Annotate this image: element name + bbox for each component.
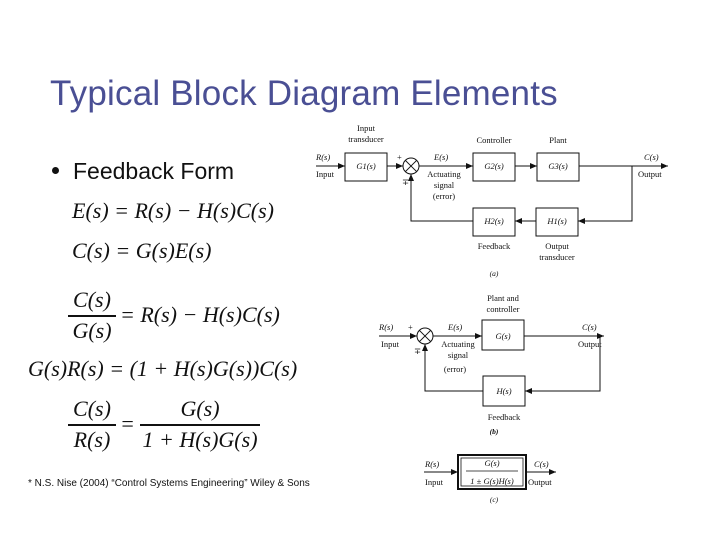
a-feedback-label: Feedback — [478, 241, 511, 251]
equation-output: C(s) = G(s)E(s) — [72, 238, 212, 263]
c-diagram-label: (c) — [490, 495, 499, 504]
equation5-right-numerator: G(s) — [180, 396, 220, 421]
a-r-signal: R(s) — [315, 152, 330, 162]
c-numerator: G(s) — [484, 458, 499, 468]
b-r-signal: R(s) — [378, 322, 393, 332]
diagram-c: R(s) Input G(s) 1 ± G(s)H(s) C(s) Output… — [424, 458, 552, 504]
b-actuating-1: Actuating — [441, 339, 475, 349]
equation4: G(s)R(s) = (1 + H(s)G(s))C(s) — [28, 356, 298, 381]
equation5-equals: = — [120, 411, 135, 436]
equation5-left-bar — [68, 424, 116, 426]
a-wire-fb-to-h1 — [578, 166, 633, 224]
bullet-dot — [52, 167, 59, 175]
a-input-transducer-label-1: Input — [357, 123, 376, 133]
b-wire-h-to-sum — [422, 344, 483, 392]
b-h-block-text: H(s) — [495, 386, 511, 396]
a-h1-block-text: H1(s) — [546, 216, 567, 226]
equation3-denominator: G(s) — [72, 318, 112, 343]
diagram-c-shapes — [424, 454, 556, 490]
equation3-rhs: = R(s) − H(s)C(s) — [120, 302, 280, 327]
b-wire-fb-to-h — [525, 336, 601, 394]
b-output-label: Output — [578, 339, 602, 349]
reference-citation: * N.S. Nise (2004) “Control Systems Engi… — [28, 478, 310, 489]
b-plus-sign: + — [408, 322, 413, 332]
a-wire-h2-to-sum — [408, 174, 473, 222]
c-input-label: Input — [425, 477, 444, 487]
c-output-label: Output — [528, 477, 552, 487]
a-h2-block-text: H2(s) — [483, 216, 504, 226]
a-g3-block — [536, 152, 580, 182]
equation-error: E(s) = R(s) − H(s)C(s) — [72, 198, 274, 223]
a-g3-block-text: G3(s) — [548, 161, 568, 171]
b-diagram-label: (b) — [490, 427, 499, 436]
b-plant-controller-1: Plant and — [487, 293, 520, 303]
a-minus-sign: ∓ — [402, 177, 409, 187]
c-r-signal: R(s) — [424, 459, 439, 469]
diagram-b: Plant and controller R(s) Input + ∓ E(s)… — [378, 293, 602, 436]
equation5-left-numerator: C(s) — [73, 396, 111, 421]
b-actuating-2: signal — [448, 350, 469, 360]
c-block-inner — [460, 457, 524, 487]
equation5-right-bar — [140, 424, 260, 426]
a-g2-block — [472, 152, 516, 182]
bullet-feedback-form: Feedback Form — [52, 158, 234, 185]
b-minus-sign: ∓ — [414, 346, 421, 356]
a-c-signal: C(s) — [644, 152, 659, 162]
a-plus-sign: + — [397, 152, 402, 162]
diagram-b-shapes — [379, 319, 604, 407]
slide-title: Typical Block Diagram Elements — [50, 74, 558, 113]
b-e-signal: E(s) — [447, 322, 462, 332]
a-output-label: Output — [638, 169, 662, 179]
c-denominator: 1 ± G(s)H(s) — [470, 476, 514, 486]
a-actuating-2: signal — [434, 180, 455, 190]
b-input-label: Input — [381, 339, 400, 349]
a-output-transducer-2: transducer — [539, 252, 575, 262]
equation5-left-denominator: R(s) — [73, 427, 111, 452]
a-g2-block-text: G2(s) — [484, 161, 504, 171]
bullet-text: Feedback Form — [73, 158, 235, 184]
diagram-a-shapes — [316, 152, 668, 237]
a-plant-label: Plant — [549, 135, 567, 145]
b-c-signal: C(s) — [582, 322, 597, 332]
b-plant-controller-2: controller — [486, 304, 519, 314]
a-g1-block-text: G1(s) — [356, 161, 376, 171]
a-diagram-label: (a) — [490, 269, 499, 278]
b-g-block — [481, 319, 525, 351]
a-actuating-1: Actuating — [427, 169, 461, 179]
diagram-a: Input transducer Controller Plant R(s) I… — [315, 123, 662, 278]
a-input-transducer-label-2: transducer — [348, 134, 384, 144]
a-g1-block — [344, 152, 388, 182]
c-c-signal: C(s) — [534, 459, 549, 469]
b-actuating-3: (error) — [444, 364, 466, 374]
a-input-label: Input — [316, 169, 335, 179]
equation3-fraction-bar — [68, 315, 116, 317]
a-controller-label: Controller — [477, 135, 512, 145]
b-feedback-label: Feedback — [488, 412, 521, 422]
a-output-transducer-1: Output — [545, 241, 569, 251]
a-e-signal: E(s) — [433, 152, 448, 162]
b-g-block-text: G(s) — [495, 331, 510, 341]
a-actuating-3: (error) — [433, 191, 455, 201]
equation3-numerator: C(s) — [73, 287, 111, 312]
equation5-right-denominator: 1 + H(s)G(s) — [142, 427, 258, 452]
